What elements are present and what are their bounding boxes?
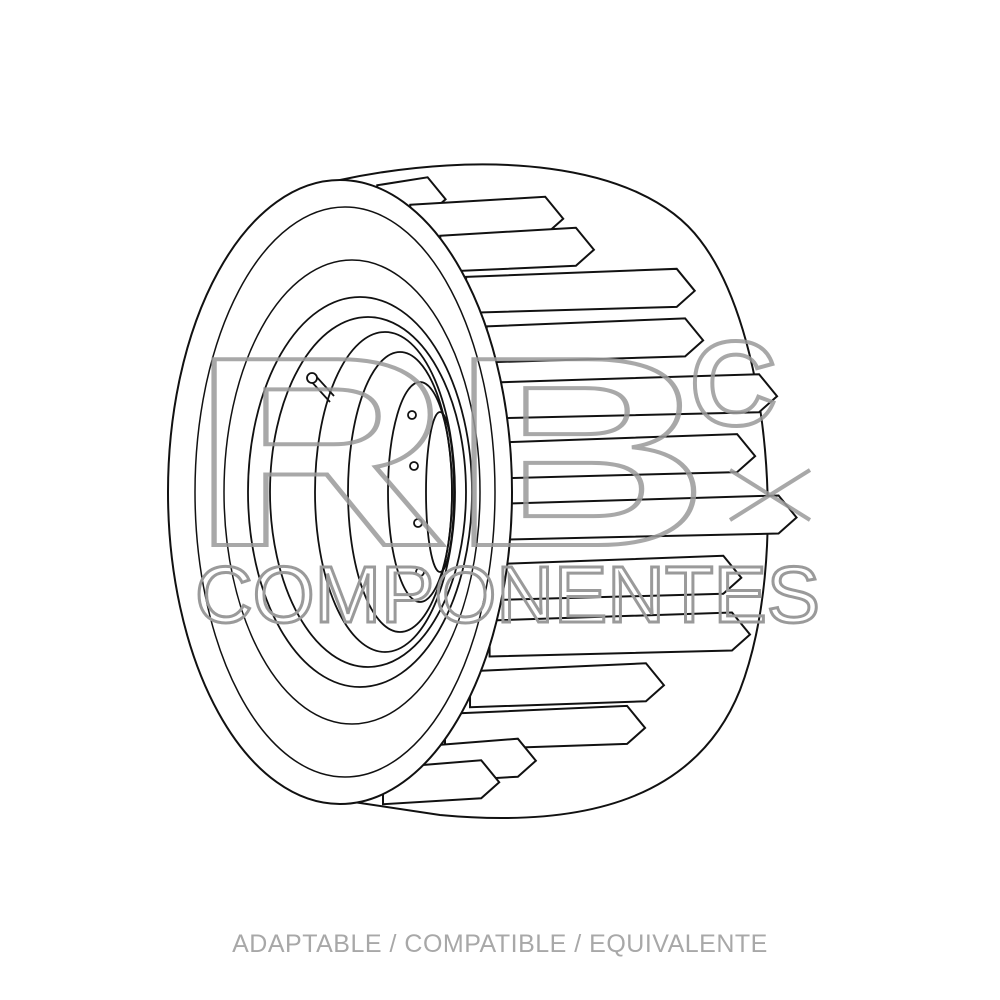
watermark-x-mark [728,468,812,522]
watermark-logo: RB C [188,300,812,605]
watermark-c-text: C [690,317,777,451]
watermark-rbc-text: RB [190,302,710,603]
compatibility-caption: ADAPTABLE / COMPATIBLE / EQUIVALENTE [232,930,768,958]
tread-lug [488,611,752,658]
wheel-rim [247,296,473,688]
tread-lug [469,662,666,709]
tread-lug [439,226,596,273]
watermark-subtitle: COMPONENTES [195,550,820,639]
